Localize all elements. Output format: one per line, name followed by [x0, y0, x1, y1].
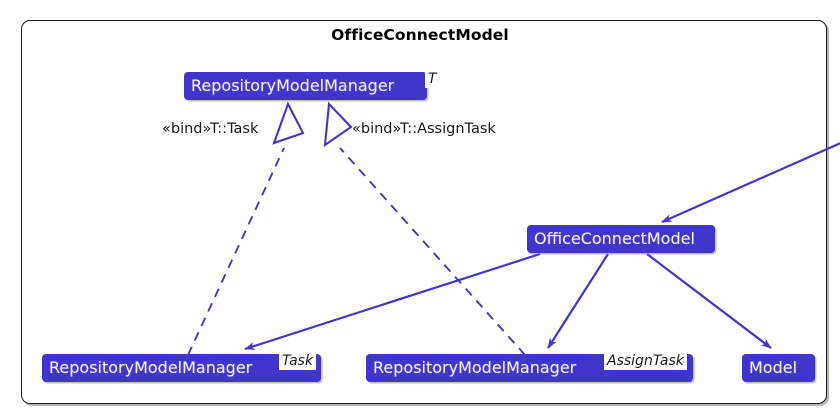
- class-box-repositorymodelmanager-template[interactable]: RepositoryModelManager: [184, 72, 427, 100]
- template-parameter-task: Task: [279, 352, 317, 370]
- association-edge-to-model: [646, 253, 772, 349]
- class-box-model[interactable]: Model: [742, 354, 815, 382]
- binding-label-task: «bind»T::Task: [162, 121, 259, 137]
- binding-label-assigntask: «bind»T::AssignTask: [352, 121, 496, 137]
- hollow-triangle-task: [272, 101, 305, 145]
- hollow-triangle-assigntask: [323, 101, 353, 148]
- association-edge-to-assigntask: [547, 253, 609, 349]
- template-parameter-t: T: [425, 70, 440, 88]
- class-name-label: RepositoryModelManager: [191, 76, 395, 95]
- association-edge-incoming-external: [661, 142, 840, 224]
- binding-edge-task: [187, 101, 305, 356]
- class-box-officeconnectmodel[interactable]: OfficeConnectModel: [527, 225, 715, 253]
- binding-edge-assigntask: [323, 101, 526, 356]
- association-edge-to-task: [244, 252, 541, 351]
- class-box-repositorymodelmanager-task[interactable]: RepositoryModelManager: [42, 354, 321, 382]
- class-name-label: OfficeConnectModel: [534, 229, 695, 248]
- class-name-label: RepositoryModelManager: [49, 358, 253, 377]
- template-parameter-assigntask: AssignTask: [604, 352, 687, 370]
- class-name-label: Model: [749, 358, 798, 377]
- class-name-label: RepositoryModelManager: [373, 358, 577, 377]
